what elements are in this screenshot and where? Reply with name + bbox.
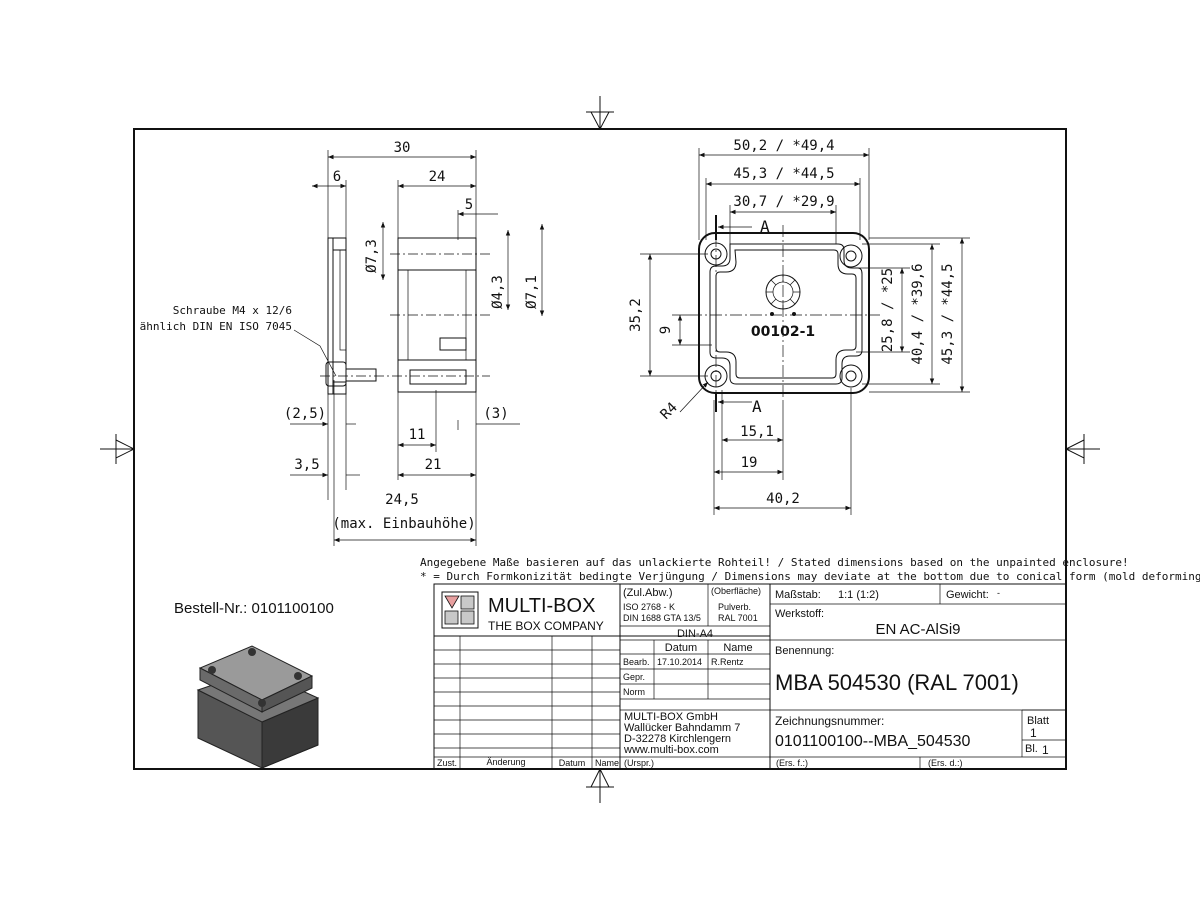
centering-marks — [100, 96, 1100, 803]
material-value: EN AC-AlSi9 — [875, 621, 960, 638]
surface-label: (Oberfläche) — [711, 586, 761, 596]
ers-d: (Ers. d.:) — [928, 758, 963, 768]
title-block: MULTI-BOX THE BOX COMPANY (Zul.Abw.) ISO… — [433, 583, 1067, 770]
bearb-date: 17.10.2014 — [657, 657, 702, 667]
head-name: Name — [723, 642, 752, 654]
title-value: MBA 504530 (RAL 7001) — [775, 670, 1019, 695]
dim-24-5: 24,5 — [385, 492, 419, 508]
dim-45-3-vertical: 45,3 / *44,5 — [940, 263, 956, 364]
dim-5: 5 — [465, 197, 473, 213]
format: DIN-A4 — [677, 628, 713, 640]
dim-11: 11 — [409, 427, 426, 443]
address-3: D-32278 Kirchlengern — [624, 733, 731, 745]
drawing-no-label: Zeichnungsnummer: — [775, 714, 884, 728]
row-gepr: Gepr. — [623, 672, 645, 682]
dim-50-2: 50,2 / *49,4 — [733, 138, 834, 154]
dim-25-8: 25,8 / *25 — [880, 268, 896, 352]
tolerance-1: ISO 2768 - K — [623, 602, 675, 612]
dim-21: 21 — [425, 457, 442, 473]
dim-dia-4-3: Ø4,3 — [490, 275, 506, 309]
dim-radius: R4 — [658, 400, 681, 423]
enclosure-3d-preview — [196, 645, 320, 769]
screw-note-line2: ähnlich DIN EN ISO 7045 — [140, 320, 292, 333]
tolerance-2: DIN 1688 GTA 13/5 — [623, 613, 701, 623]
bearb-name: R.Rentz — [711, 657, 744, 667]
col-zust: Zust. — [437, 758, 457, 768]
dim-19: 19 — [741, 455, 758, 471]
note-line2: * = Durch Formkonizität bedingte Verjüng… — [420, 570, 1200, 583]
scale-label: Maßstab: — [775, 589, 821, 601]
dim-max-height: (max. Einbauhöhe) — [332, 516, 475, 532]
dim-45-3: 45,3 / *44,5 — [733, 166, 834, 182]
weight-label: Gewicht: — [946, 589, 989, 601]
dim-40-2: 40,2 — [766, 491, 800, 507]
row-bearb: Bearb. — [623, 657, 650, 667]
screw-note-line1: Schraube M4 x 12/6 — [173, 304, 292, 317]
drawing-no-value: 0101100100--MBA_504530 — [775, 733, 971, 750]
tolerance-label: (Zul.Abw.) — [623, 587, 673, 599]
address-1: MULTI-BOX GmbH — [624, 711, 718, 723]
col-aenderung: Änderung — [486, 757, 525, 767]
weight-value: - — [997, 588, 1000, 598]
surface-2: RAL 7001 — [718, 613, 758, 623]
dim-30-7: 30,7 / *29,9 — [733, 194, 834, 210]
multibox-logo — [441, 591, 479, 629]
surface-1: Pulverb. — [718, 602, 751, 612]
dim-15-1: 15,1 — [740, 424, 774, 440]
dim-dia-7-3: Ø7,3 — [364, 239, 380, 273]
dim-2-5: (2,5) — [284, 406, 326, 422]
company-name: MULTI-BOX — [488, 595, 595, 617]
note-line1: Angegebene Maße basieren auf das unlacki… — [420, 556, 1129, 569]
dim-30: 30 — [394, 140, 411, 156]
row-norm: Norm — [623, 687, 645, 697]
dim-6: 6 — [333, 169, 341, 185]
dim-9: 9 — [658, 326, 674, 334]
dim-dia-7-1: Ø7,1 — [524, 275, 540, 309]
address-4: www.multi-box.com — [623, 744, 719, 756]
ers-f: (Ers. f.:) — [776, 758, 808, 768]
section-label-top: A — [760, 217, 770, 236]
sheets-value: 1 — [1042, 743, 1049, 757]
col-name: Name — [595, 758, 619, 768]
side-section-view: 30 6 24 5 Ø7,3 Ø4,3 Ø7,1 Schraube M4 x 1… — [140, 140, 545, 546]
sheet-label: Blatt — [1027, 715, 1049, 727]
title-label: Benennung: — [775, 645, 834, 657]
dim-35-2: 35,2 — [628, 298, 644, 332]
address-2: Wallücker Bahndamm 7 — [624, 722, 740, 734]
dim-40-4: 40,4 / *39,6 — [910, 263, 926, 364]
sheet-value: 1 — [1030, 726, 1037, 740]
dim-3: (3) — [483, 406, 508, 422]
top-view: 00102-1 A A 50,2 / *49,4 45,3 / *44,5 30… — [628, 138, 970, 515]
scale-value: 1:1 (1:2) — [838, 589, 879, 601]
col-datum: Datum — [559, 758, 586, 768]
ursprung: (Urspr.) — [624, 758, 654, 768]
sheets-label: Bl. — [1025, 743, 1038, 755]
company-tagline: THE BOX COMPANY — [488, 619, 604, 633]
material-label: Werkstoff: — [775, 608, 824, 620]
head-datum: Datum — [665, 642, 697, 654]
dim-3-5: 3,5 — [294, 457, 319, 473]
order-number: Bestell-Nr.: 0101100100 — [174, 600, 334, 617]
dim-24: 24 — [429, 169, 446, 185]
section-label-bottom: A — [752, 397, 762, 416]
